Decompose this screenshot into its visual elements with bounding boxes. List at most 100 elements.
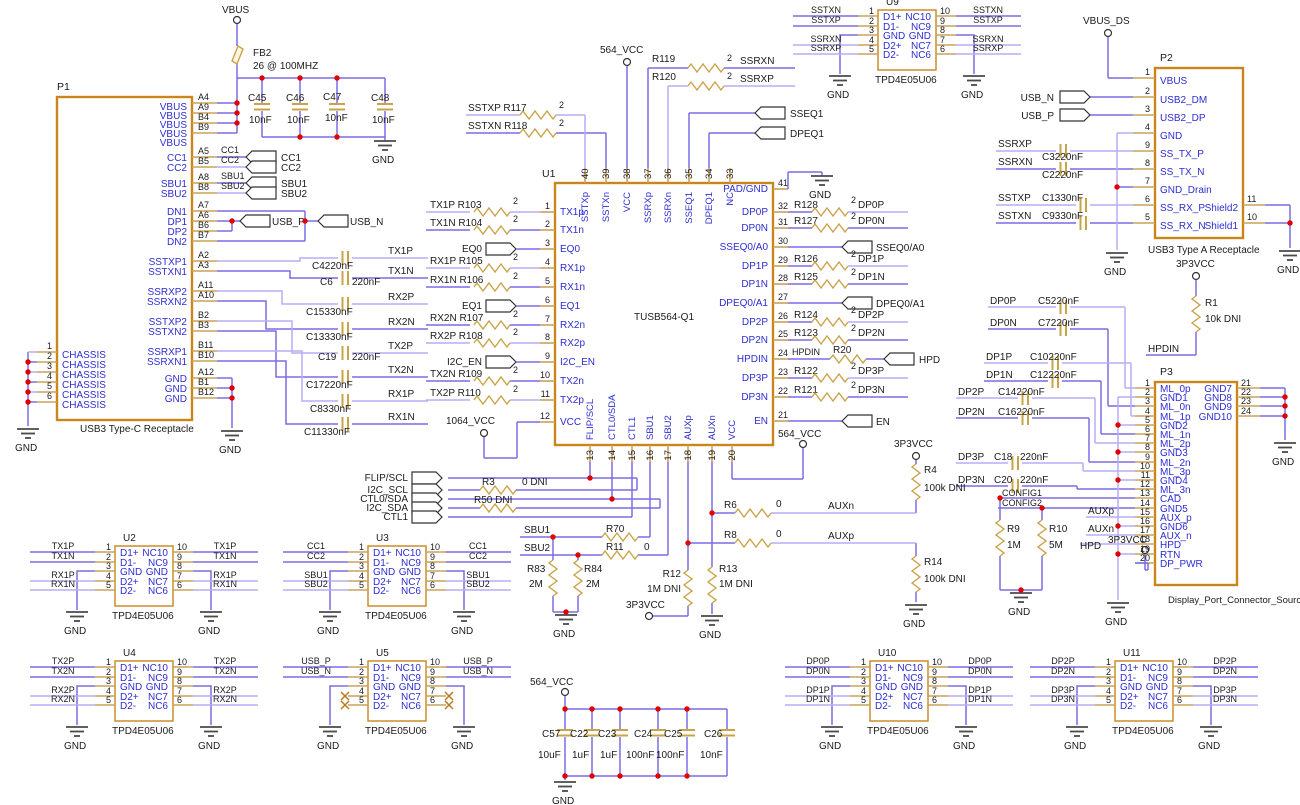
pin-number: 8 bbox=[177, 676, 182, 686]
label: 564_VCC bbox=[778, 429, 821, 440]
label: I2C_SCL bbox=[367, 485, 408, 496]
label: USB3 Type-C Receptacle bbox=[80, 424, 194, 435]
part-number: TPD4E05U06 bbox=[867, 726, 929, 737]
wire bbox=[76, 570, 95, 610]
no-connect-x bbox=[340, 700, 350, 710]
label: SSRXN1 bbox=[147, 357, 187, 368]
label: DN1 bbox=[167, 207, 187, 218]
label: SSRXN bbox=[998, 157, 1032, 168]
label: USB3 Type A Receptacle bbox=[1148, 245, 1260, 256]
label: SS_TX_N bbox=[1160, 167, 1204, 178]
pin-number: 5 bbox=[861, 695, 866, 705]
no-connect-x bbox=[444, 700, 454, 710]
net-label: TX1P R103 bbox=[430, 200, 482, 211]
label: C18 bbox=[994, 452, 1013, 463]
pin-number: 2 bbox=[359, 667, 364, 677]
label: 2 bbox=[513, 384, 518, 394]
junction-dot bbox=[1282, 413, 1288, 419]
pin-number: 9 bbox=[940, 16, 945, 26]
label: 12 bbox=[1140, 479, 1150, 489]
label: 24 bbox=[1241, 406, 1251, 416]
net-label: RX2P bbox=[213, 685, 237, 695]
junction-dot bbox=[1282, 403, 1288, 409]
pin-number: 33 bbox=[725, 168, 736, 179]
pin-name: NC bbox=[725, 192, 736, 206]
resistor bbox=[910, 555, 922, 593]
label: 15 bbox=[1140, 507, 1150, 517]
power-terminal-icon bbox=[798, 439, 808, 449]
pin-number: 5 bbox=[869, 44, 874, 54]
net-label: TX1N bbox=[213, 551, 236, 561]
pin-name: GND bbox=[883, 31, 905, 42]
label: 2M bbox=[586, 579, 600, 590]
wire bbox=[217, 290, 338, 305]
label: R13 bbox=[719, 564, 738, 575]
pin-number: 6 bbox=[430, 695, 435, 705]
label: AUXp bbox=[828, 531, 855, 542]
label: 220nF bbox=[1020, 452, 1048, 463]
resistor bbox=[910, 463, 922, 501]
ground-label: GND bbox=[219, 445, 241, 456]
label: 1M DNI bbox=[719, 579, 753, 590]
ground-label: GND bbox=[699, 630, 721, 641]
label: B2 bbox=[198, 310, 209, 320]
label: USB_N bbox=[1021, 93, 1054, 104]
label: R8 bbox=[724, 530, 737, 541]
pin-name: DPEQ1 bbox=[704, 192, 715, 224]
junction-dot bbox=[685, 540, 691, 546]
ground-label: GND bbox=[451, 626, 473, 637]
pin-name: VCC bbox=[560, 417, 581, 428]
label: B7 bbox=[198, 230, 209, 240]
label: 100k DNI bbox=[924, 574, 966, 585]
pin-name: NC10 bbox=[142, 663, 168, 674]
label: C19 bbox=[318, 352, 337, 363]
pin-number: 7 bbox=[932, 686, 937, 696]
net-label: CC2 bbox=[307, 551, 325, 561]
label: SS_TX_P bbox=[1160, 149, 1204, 160]
net-flag-icon bbox=[245, 160, 277, 174]
label: C16220nF bbox=[998, 407, 1045, 418]
label: CTL1 bbox=[384, 512, 409, 523]
pin-number: 10 bbox=[1177, 657, 1187, 667]
pin-number: 21 bbox=[778, 410, 788, 420]
junction-dot bbox=[563, 609, 569, 615]
label: CONFIG1 bbox=[1002, 488, 1042, 498]
ground-label: GND bbox=[1277, 265, 1299, 276]
ground-label: GND bbox=[15, 443, 37, 454]
label: ML_3n bbox=[1160, 485, 1191, 496]
component-P1 bbox=[55, 95, 194, 422]
label: TX1P bbox=[388, 246, 413, 257]
label: SSTXN2 bbox=[148, 327, 187, 338]
label: AUXn bbox=[828, 501, 854, 512]
label: 10 bbox=[1140, 461, 1150, 471]
label: SSRXP bbox=[998, 139, 1032, 150]
label: 7 bbox=[1145, 433, 1150, 443]
resistor bbox=[682, 569, 694, 607]
label: B3 bbox=[198, 320, 209, 330]
pin-name: NC6 bbox=[401, 701, 421, 712]
net-flag-icon bbox=[841, 414, 873, 428]
label: R83 bbox=[527, 564, 546, 575]
label: 16 bbox=[1140, 516, 1150, 526]
resistor bbox=[473, 262, 511, 274]
label: B9 bbox=[198, 122, 209, 132]
pin-name: NC7 bbox=[401, 692, 421, 703]
resistor bbox=[473, 337, 511, 349]
label: A9 bbox=[198, 102, 209, 112]
pin-name: NC6 bbox=[148, 701, 168, 712]
label: B10 bbox=[198, 350, 214, 360]
no-connect-x bbox=[444, 691, 454, 701]
label: B4 bbox=[198, 112, 209, 122]
power-terminal-icon bbox=[911, 451, 921, 461]
label: 6 bbox=[1145, 424, 1150, 434]
junction-dot bbox=[229, 218, 235, 224]
junction-dot bbox=[229, 395, 235, 401]
pin-number: 2 bbox=[106, 667, 111, 677]
pin-number: 6 bbox=[545, 295, 550, 305]
pin-number: 1 bbox=[545, 201, 550, 211]
label: SS_RX_N bbox=[1160, 221, 1206, 232]
pin-name: NC9 bbox=[401, 558, 421, 569]
resistor bbox=[479, 502, 517, 514]
label: RX2P bbox=[388, 292, 414, 303]
label: Display_Port_Connector_Source bbox=[1168, 595, 1300, 606]
